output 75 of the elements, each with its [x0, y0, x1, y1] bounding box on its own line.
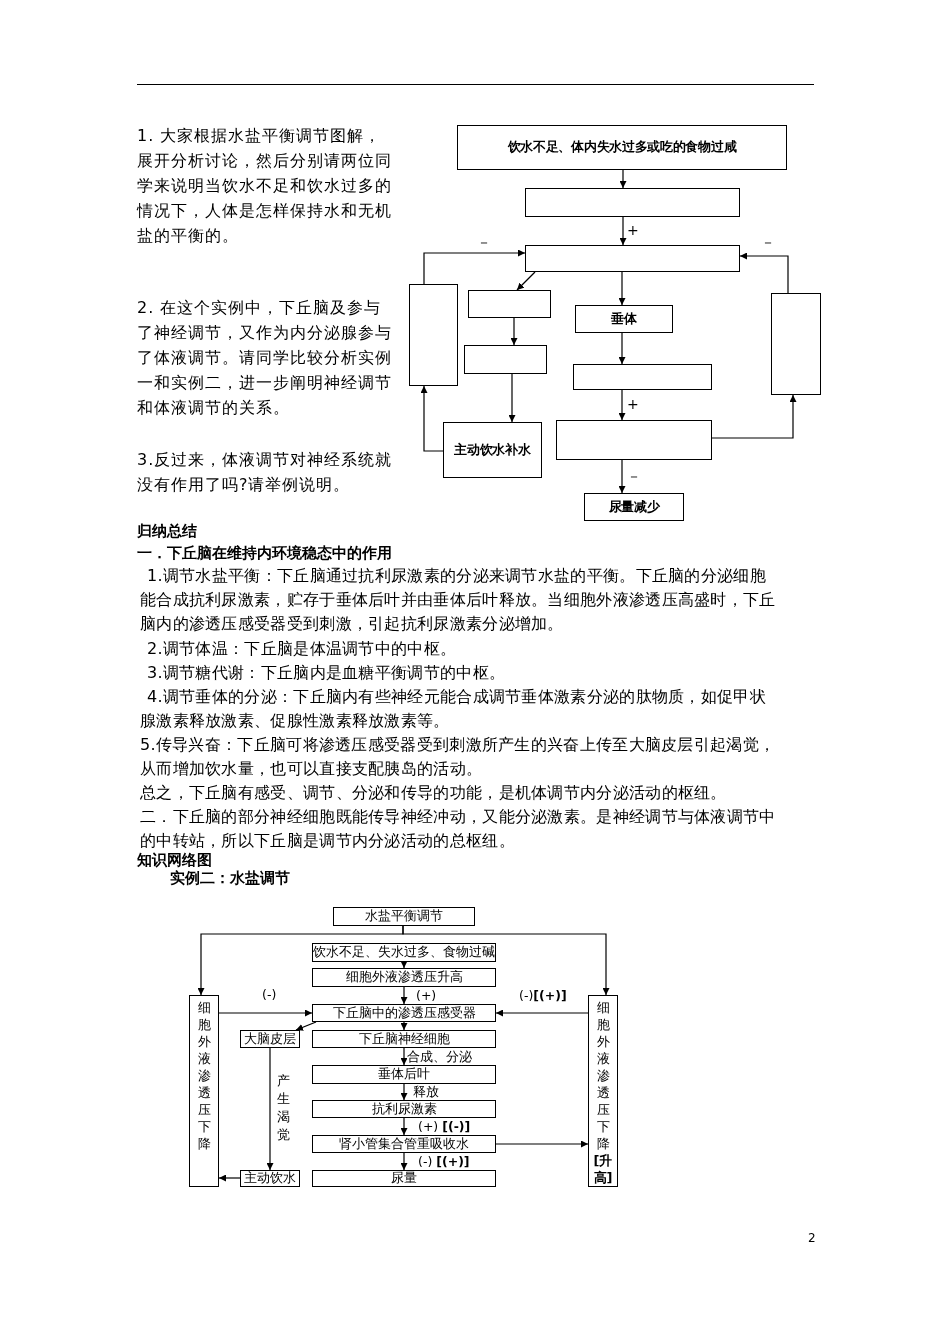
arrow	[400, 986, 408, 1005]
section-heading: 归纳总结	[137, 521, 198, 542]
paragraph: 2.调节体温：下丘脑是体温调节中的中枢。	[146, 638, 458, 660]
paragraph: 总之，下丘脑有感受、调节、分泌和传导的功能，是机体调节内分泌活动的枢纽。	[140, 782, 728, 804]
question-text: 3.反过来，体液调节对神经系统就没有作用了吗?请举例说明。	[137, 449, 394, 496]
arrow	[423, 249, 526, 285]
edge-label: (+) [(-)]	[418, 1120, 471, 1134]
process-box: 尿量	[312, 1170, 496, 1187]
edge-label: (+)	[416, 989, 437, 1003]
process-box: 细胞外液渗透压下降	[189, 995, 219, 1187]
process-box: 垂体后叶	[312, 1065, 496, 1084]
process-box: 垂体	[575, 305, 673, 333]
arrow	[420, 385, 444, 452]
process-box: 主动饮水	[240, 1170, 300, 1187]
arrow	[619, 169, 627, 189]
paragraph: 3.调节糖代谢：下丘脑内是血糖平衡调节的中枢。	[146, 662, 507, 684]
arrow	[495, 1140, 589, 1148]
arrow	[618, 459, 626, 494]
process-box: 抗利尿激素	[312, 1100, 496, 1118]
arrow	[495, 1009, 589, 1017]
blank-box	[409, 284, 458, 386]
process-box: 大脑皮层	[240, 1030, 300, 1048]
paragraph: 4.调节垂体的分泌：下丘脑内有些神经元能合成调节垂体激素分泌的肽物质，如促甲状腺激素释放激素、促腺性激素释放激素等。	[140, 686, 767, 732]
arrow	[218, 1174, 241, 1182]
blank-box	[771, 293, 821, 395]
paragraph: 二．下丘脑的部分神经细胞既能传导神经冲动，又能分泌激素。是神经调节与体液调节中的中转站，所以下丘脑是调节内分泌活动的总枢纽。	[140, 806, 777, 852]
process-box: 主动饮水补水	[443, 422, 542, 478]
blank-box	[573, 364, 712, 390]
arrow	[400, 1021, 408, 1031]
arrow	[400, 1083, 408, 1101]
blank-box	[468, 290, 551, 318]
arrow	[618, 389, 626, 421]
paragraph: 1.调节水盐平衡：下丘脑通过抗利尿激素的分泌来调节水盐的平衡。下丘脑的分泌细胞能合成抗利尿激素，贮存于垂体后叶并由垂体后叶释放。当细胞外液渗透压高盛时，下丘脑内的渗透压感受器受到刺激，引起抗利尿激素分泌增加。	[140, 565, 777, 635]
arrow	[618, 332, 626, 365]
edge-label: (-)[(+)]	[519, 989, 567, 1003]
arrow	[619, 216, 627, 246]
edge-label: 释放	[413, 1085, 439, 1099]
blank-box	[464, 345, 547, 374]
section-heading: 一．下丘脑在维持内环境稳态中的作用	[137, 543, 393, 564]
edge-label: 产生渴觉	[276, 1072, 290, 1144]
process-box: 饮水不足、体内失水过多或吃的食物过咸	[457, 125, 787, 170]
arrow	[711, 394, 797, 439]
arrow	[400, 1152, 408, 1171]
page-number: 2	[808, 1231, 817, 1245]
arrow	[618, 271, 626, 306]
arrow	[510, 317, 518, 346]
arrow	[400, 1047, 408, 1066]
arrow	[400, 1117, 408, 1136]
process-box: 细胞外液渗透压升高	[312, 968, 496, 987]
arrow	[400, 961, 408, 969]
arrow	[508, 373, 516, 423]
process-box: 饮水不足、失水过多、食物过碱	[312, 943, 496, 962]
process-box: 细胞外液渗透压下降[升高]	[588, 995, 618, 1187]
arrow	[295, 1021, 317, 1031]
question-text: 2. 在这个实例中，下丘脑及参与了神经调节，又作为内分泌腺参与了体液调节。请同学比较分析实例一和实例二，进一步阐明神经调节和体液调节的关系。	[137, 297, 393, 419]
question-text: 1. 大家根据水盐平衡调节图解，展开分析讨论，然后分别请两位同学来说明当饮水不足和饮水过多的情况下，人体是怎样保持水和无机盐的平衡的。	[137, 125, 393, 247]
subheading: 实例二：水盐调节	[170, 870, 291, 886]
process-box: 尿量减少	[584, 493, 684, 521]
paragraph: 5.传导兴奋：下丘脑可将渗透压感受器受到刺激所产生的兴奋上传至大脑皮层引起渴觉，从而增加饮水量，也可以直接支配胰岛的活动。	[140, 734, 777, 780]
blank-box	[556, 420, 712, 460]
arrow	[739, 252, 789, 294]
blank-box	[525, 188, 740, 217]
edge-label: (-)	[262, 988, 277, 1002]
arrow	[402, 925, 610, 996]
process-box: 水盐平衡调节	[333, 907, 475, 926]
arrow	[516, 271, 536, 291]
blank-box	[525, 245, 740, 272]
process-box: 肾小管集合管重吸收水	[312, 1135, 496, 1153]
arrow	[266, 1047, 274, 1171]
edge-label: (-) [(+)]	[418, 1155, 470, 1169]
arrow	[218, 1009, 313, 1017]
process-box: 下丘脑中的渗透压感受器	[312, 1004, 496, 1022]
section-heading: 知识网络图	[137, 852, 213, 868]
edge-label: 合成、分泌	[407, 1050, 472, 1064]
process-box: 下丘脑神经细胞	[312, 1030, 496, 1048]
